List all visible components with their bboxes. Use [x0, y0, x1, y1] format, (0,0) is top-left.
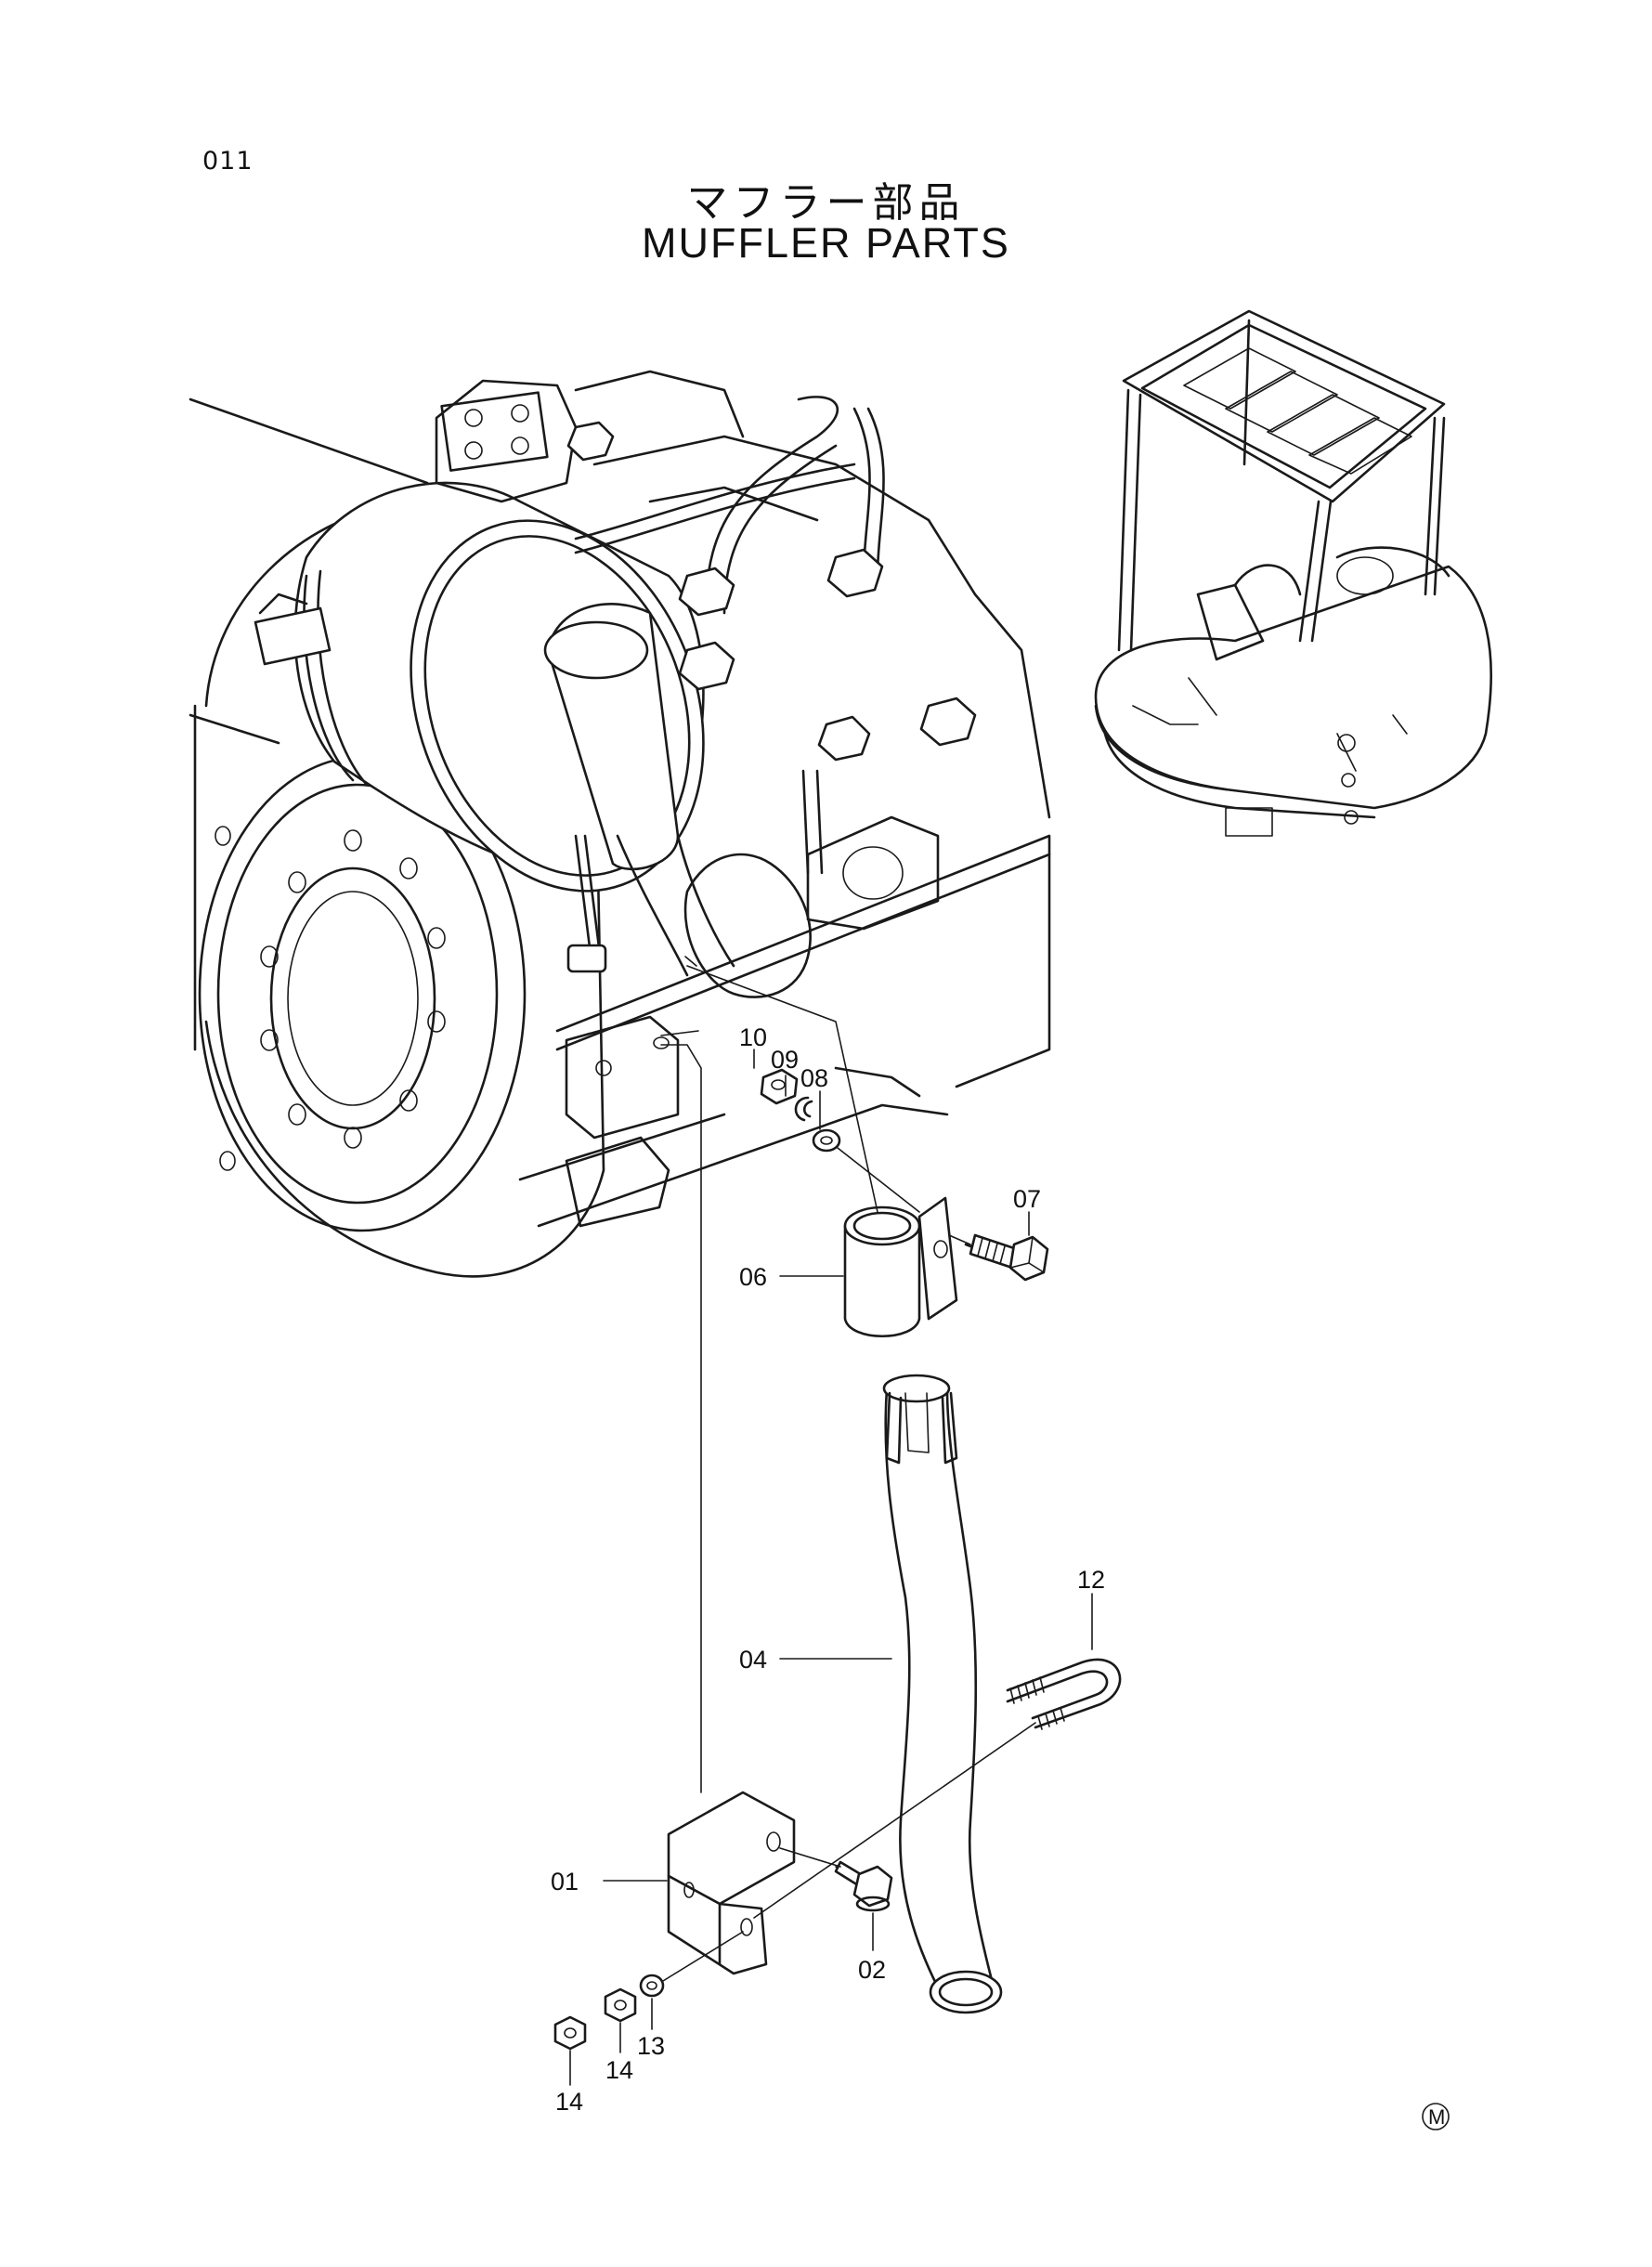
callout-01: 01: [551, 1868, 579, 1896]
part-09-spring-washer: [794, 1096, 813, 1122]
callout-14-lower: 14: [555, 2088, 583, 2116]
callout-04: 04: [739, 1646, 767, 1674]
callout-leaders: [569, 1049, 1093, 2086]
callout-09: 09: [771, 1046, 799, 1074]
callout-08: 08: [800, 1064, 828, 1092]
part-08-washer: [812, 1128, 841, 1153]
assembly-lines: [660, 956, 1036, 1982]
part-12-u-bolt: [1006, 1658, 1122, 1730]
callout-02: 02: [858, 1956, 886, 1984]
title-japanese: マフラー部品: [686, 179, 966, 227]
part-14-nut-upper: [604, 1987, 637, 2023]
callout-10: 10: [739, 1023, 767, 1051]
callout-14-upper: 14: [605, 2056, 633, 2084]
callout-06: 06: [739, 1263, 767, 1291]
engine-illustration: [189, 370, 1051, 1278]
callout-07: 07: [1013, 1185, 1041, 1213]
part-06-pipe-clamp: [843, 1196, 958, 1337]
part-01-bracket: [667, 1791, 796, 1975]
page-number: 011: [202, 147, 254, 176]
part-10-nut: [760, 1068, 799, 1105]
excavator-thumbnail: [1094, 309, 1492, 837]
part-14-nut-lower: [553, 2015, 587, 2051]
corner-mark-letter: M: [1428, 2105, 1445, 2129]
part-02-flange-bolt: [834, 1860, 893, 1912]
callout-labels: 10 09 08 07 06 04 12 01 02 13 14 14: [551, 1023, 1105, 2116]
callout-12: 12: [1077, 1566, 1105, 1594]
part-04-tail-pipe: [882, 1374, 1003, 2014]
part-07-bolt: [964, 1233, 1049, 1282]
callout-13: 13: [637, 2032, 665, 2060]
title-english: MUFFLER PARTS: [642, 219, 1010, 267]
corner-mark: M: [1422, 2103, 1450, 2130]
part-13-washer: [639, 1974, 665, 1998]
